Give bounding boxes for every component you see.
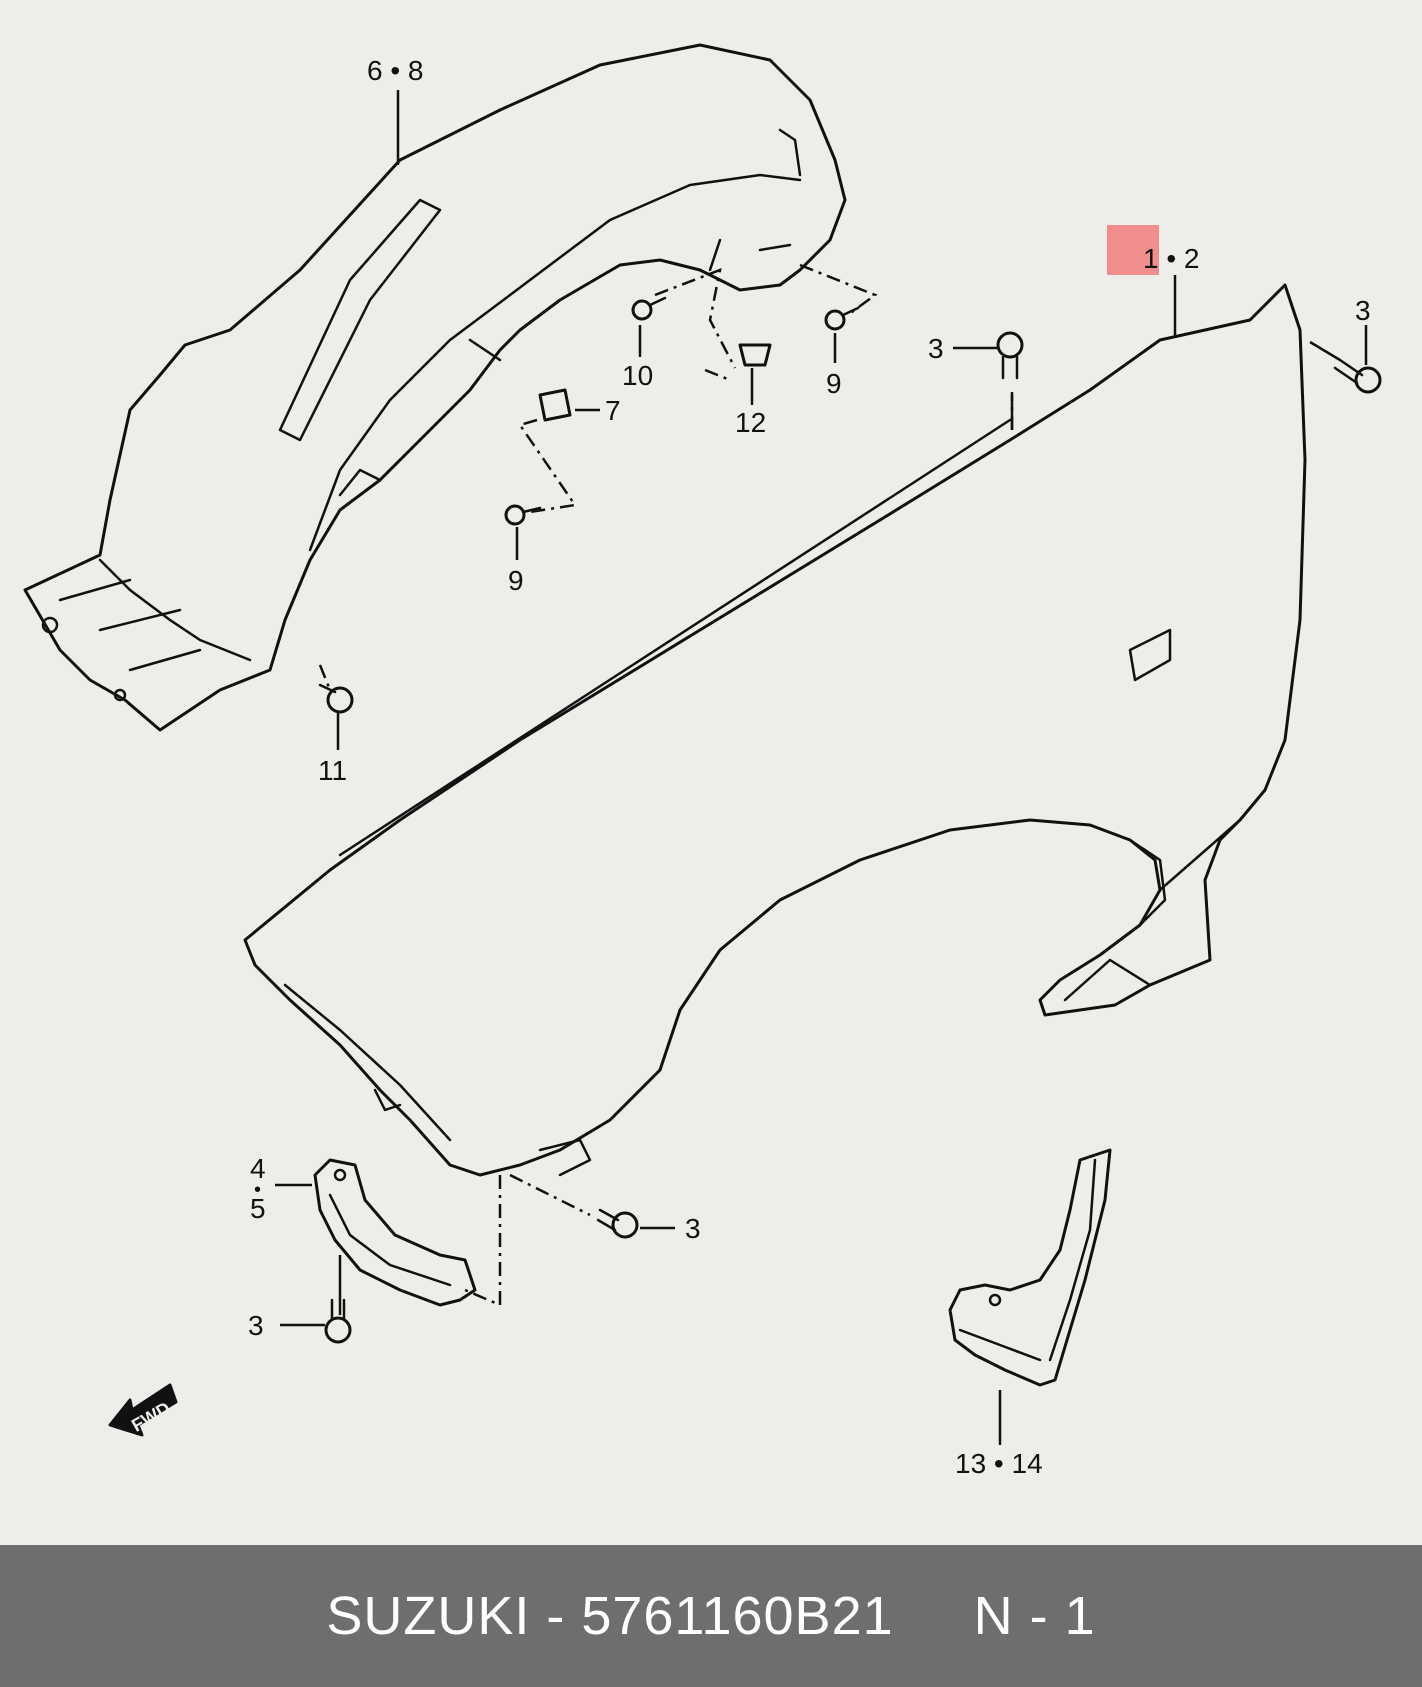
mudguard xyxy=(948,1148,1112,1387)
fastener-screw-9a xyxy=(824,306,860,331)
label-bolt-top-mid: 3 xyxy=(928,333,944,364)
fastener-clip-12 xyxy=(738,343,772,367)
label-clip-11: 11 xyxy=(318,755,347,786)
label-screw-10: 10 xyxy=(622,360,653,391)
fastener-bolt-lower xyxy=(596,1208,639,1239)
fastener-bolt-top-right xyxy=(1333,358,1382,394)
fastener-bolt-bracket xyxy=(324,1298,352,1344)
label-inner-fender: 6 • 8 xyxy=(367,55,424,86)
fastener-screw-9b xyxy=(504,504,542,526)
label-nut-7: 7 xyxy=(605,395,621,426)
label-screw-9b: 9 xyxy=(508,565,524,596)
assembly-lines xyxy=(318,263,1014,1307)
label-fender: 1 • 2 xyxy=(1143,243,1200,274)
forward-direction-arrow: FWD xyxy=(108,1383,178,1437)
fastener-bolt-top-mid xyxy=(996,331,1024,380)
footer-bar: SUZUKI - 5761160B21 N - 1 xyxy=(0,1545,1422,1687)
label-screw-9a: 9 xyxy=(826,368,842,399)
parts-diagram: FWD 6 • 8 1 • 2 3 3 10 9 12 7 9 11 4 • 5… xyxy=(23,43,1382,1479)
leader-lines xyxy=(275,90,1368,1445)
label-bracket-5: 5 xyxy=(250,1193,266,1224)
inner-fender-liner xyxy=(23,43,847,732)
fender-bracket xyxy=(313,1158,477,1307)
fastener-nut-7 xyxy=(538,388,572,422)
front-fender xyxy=(243,283,1307,1177)
label-bolt-lower: 3 xyxy=(685,1213,701,1244)
label-bracket-dot: • xyxy=(254,1179,261,1201)
label-mudguard: 13 • 14 xyxy=(955,1448,1043,1479)
label-bracket-4: 4 xyxy=(250,1153,266,1184)
highlight-box xyxy=(1107,225,1159,275)
fastener-clip-11 xyxy=(318,683,354,714)
label-bolt-bracket: 3 xyxy=(248,1310,264,1341)
label-clip-12: 12 xyxy=(735,407,766,438)
fastener-screw-10 xyxy=(631,296,667,321)
footer-part-number: SUZUKI - 5761160B21 N - 1 xyxy=(326,1586,1096,1646)
label-bolt-top-right: 3 xyxy=(1355,295,1371,326)
